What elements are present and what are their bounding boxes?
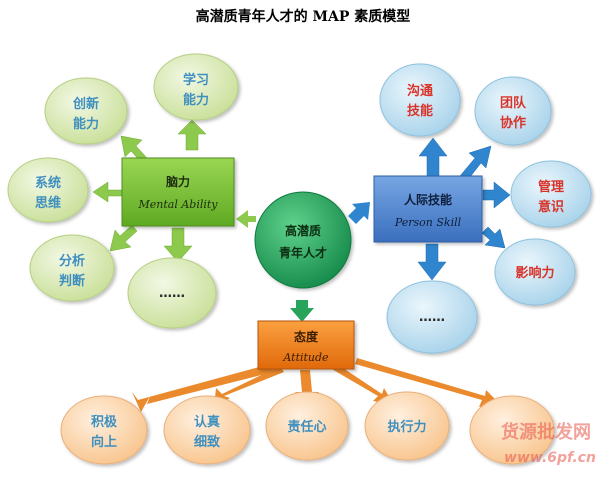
attitude-box (257, 320, 355, 370)
bubble-careful (163, 395, 251, 465)
bubble-learn (153, 53, 239, 121)
bubble-positive (60, 395, 148, 465)
communicate-line1: 沟通 (407, 83, 433, 99)
responsibility-line1: 责任心 (287, 419, 326, 435)
arrow-attitude-5 (355, 358, 500, 407)
system-line2: 思维 (35, 195, 61, 211)
analyze-line1: 分析 (59, 253, 85, 269)
arrow-attitude-4 (330, 362, 394, 405)
bubble-execution (364, 391, 450, 461)
arrow-center-left (236, 210, 256, 228)
mental-box (121, 157, 235, 227)
person-arrows (417, 137, 511, 281)
person-bubbles (379, 63, 592, 354)
careful-line1: 认真 (194, 414, 220, 430)
watermark: 货源批发网 www.6pf.cn (501, 421, 596, 466)
center-arrows (236, 202, 370, 322)
bubble-analyze (29, 234, 115, 302)
arrow-innovate (120, 135, 148, 164)
mental-arrows (92, 119, 207, 263)
mental-en: Mental Ability (137, 198, 218, 211)
bubble-etc-green (127, 257, 217, 329)
manage-line2: 意识 (538, 199, 564, 215)
watermark-line2: www.6pf.cn (504, 450, 596, 466)
arrow-attitude-1 (132, 364, 273, 412)
learn-line1: 学习 (183, 72, 209, 88)
attitude-box-label: 态度 Attitude (282, 329, 329, 364)
person-bubble-labels: 沟通 技能 团队 协作 管理 意识 影响力 …… (407, 83, 564, 325)
manage-line1: 管理 (538, 179, 564, 195)
bubble-etc-orange (469, 395, 555, 465)
watermark-line1: 货源批发网 (501, 421, 591, 443)
person-cn: 人际技能 (404, 192, 452, 207)
execution-line1: 执行力 (387, 419, 426, 435)
arrow-attitude-2 (214, 366, 284, 408)
arrow-influence (481, 226, 506, 249)
system-line1: 系统 (35, 175, 61, 191)
team-line2: 协作 (500, 115, 526, 131)
bubble-influence (494, 238, 576, 306)
learn-line2: 能力 (183, 92, 209, 108)
bubble-manage (510, 160, 592, 228)
bubble-responsibility (265, 391, 349, 461)
arrow-etc-green (163, 227, 193, 263)
arrow-center-down (290, 300, 314, 322)
bubble-communicate (379, 63, 461, 137)
influence-line1: 影响力 (515, 265, 554, 281)
analyze-line2: 判断 (59, 273, 85, 289)
arrow-system (92, 181, 123, 203)
attitude-cn: 态度 (294, 329, 319, 344)
person-box (373, 175, 483, 243)
mental-bubble-labels: 学习 能力 创新 能力 系统 思维 分析 判断 …… (35, 72, 209, 301)
center-node (254, 191, 352, 289)
team-line1: 团队 (500, 96, 527, 111)
attitude-arrows (132, 358, 500, 412)
arrow-learn (177, 119, 207, 151)
bubble-etc-blue (386, 280, 478, 354)
arrow-etc-blue (417, 243, 447, 281)
arrow-analyze (109, 224, 138, 252)
bubble-innovate (44, 77, 128, 145)
communicate-line2: 技能 (407, 103, 433, 119)
etc-blue: …… (419, 310, 445, 325)
mental-bubbles (7, 53, 239, 329)
center-line1: 高潜质 (285, 223, 321, 238)
arrow-center-right (348, 202, 370, 224)
arrow-manage (482, 181, 511, 209)
etc-green: …… (159, 286, 185, 301)
person-en: Person Skill (394, 216, 462, 229)
positive-line2: 向上 (91, 434, 117, 450)
center-line2: 青年人才 (279, 245, 327, 260)
attitude-en: Attitude (282, 351, 329, 364)
attitude-bubble-labels: 积极 向上 认真 细致 责任心 执行力 (91, 414, 427, 450)
center-label: 高潜质 青年人才 (279, 223, 327, 260)
attitude-bubbles (60, 391, 555, 465)
careful-line2: 细致 (194, 434, 221, 450)
mental-cn: 脑力 (165, 174, 190, 189)
bubble-team (474, 76, 552, 146)
bubble-system (7, 157, 89, 223)
positive-line1: 积极 (91, 414, 118, 430)
arrow-communicate (418, 137, 448, 177)
mental-box-label: 脑力 Mental Ability (137, 174, 218, 211)
innovate-line1: 创新 (72, 96, 99, 112)
person-box-label: 人际技能 Person Skill (394, 192, 462, 229)
page-title: 高潜质青年人才的 MAP 素质模型 (195, 9, 411, 25)
innovate-line2: 能力 (73, 116, 99, 132)
